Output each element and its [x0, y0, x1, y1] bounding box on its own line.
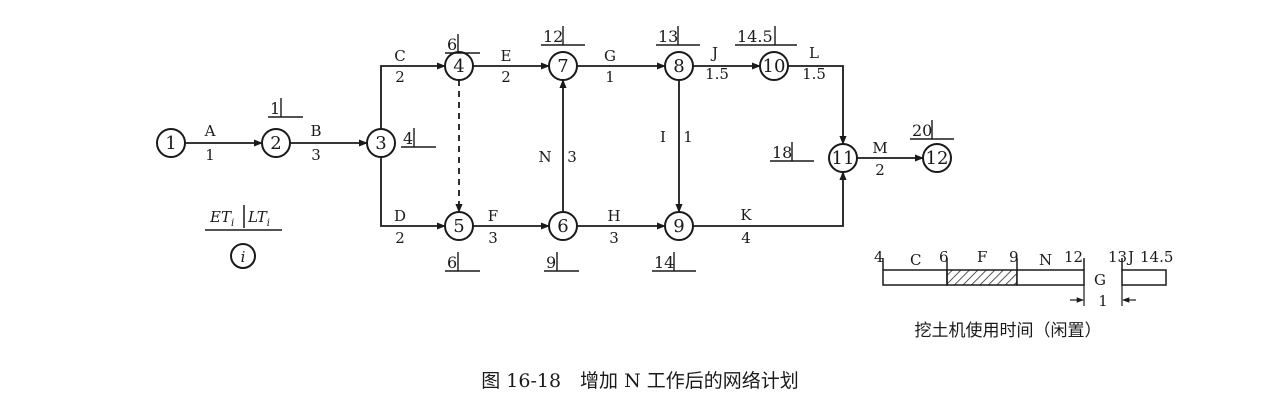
activity-name: C: [394, 47, 405, 65]
activity-duration: 2: [395, 229, 405, 247]
node-label: 7: [557, 56, 568, 77]
activity-name: H: [607, 207, 620, 225]
activity-name: G: [604, 47, 616, 65]
activity-arrow-l: [788, 65, 847, 145]
activity-arrow-k: [693, 171, 847, 227]
excavator-usage-timeline: 4 6 9 12 13 14.5 C F N G J 1 挖土机使用时间（闲置）: [874, 248, 1173, 341]
node-circle-8: [664, 51, 694, 81]
activity-duration: 4: [741, 229, 751, 247]
activity-duration: 1.5: [705, 65, 729, 83]
node-label: 12: [926, 148, 949, 169]
activity-name: I: [660, 128, 666, 146]
activity-duration: 1: [683, 128, 693, 146]
timeline-tick: 13: [1108, 248, 1127, 266]
node-time: 12: [543, 27, 563, 46]
activity-duration: 2: [501, 68, 511, 86]
node-time: 13: [658, 27, 678, 46]
figure-caption: 图 16-18 增加 N 工作后的网络计划: [481, 370, 799, 392]
node-circle-3: [366, 128, 396, 158]
legend: ETi LTi i: [205, 205, 282, 269]
timeline-tick: 14.5: [1140, 248, 1173, 266]
timeline-tick: 6: [939, 248, 949, 266]
timeline-label: J: [1126, 248, 1134, 266]
node-circle-2: [261, 128, 291, 158]
node-label: 2: [270, 133, 281, 154]
node-label: 8: [673, 56, 684, 77]
timeline-tick: 12: [1064, 248, 1083, 266]
timeline-label: G: [1094, 271, 1106, 289]
node-circle-1: [156, 128, 186, 158]
idle-duration: 1: [1098, 292, 1108, 310]
node-time: 9: [546, 253, 556, 272]
node-time: 6: [447, 253, 457, 272]
node-time: 1: [270, 99, 280, 118]
activity-duration: 2: [395, 68, 405, 86]
timeline-segment-c: [882, 269, 948, 286]
node-time: 6: [447, 35, 457, 54]
node-time: 18: [772, 143, 792, 162]
node-circle-12: [922, 143, 952, 173]
timeline-tick: 9: [1009, 248, 1019, 266]
node-circle-11: [828, 143, 858, 173]
node-time: 20: [912, 121, 932, 140]
timeline-label: C: [910, 251, 921, 269]
node-circle-9: [664, 211, 694, 241]
legend-node-label: i: [241, 248, 246, 266]
node-label: 6: [557, 216, 568, 237]
legend-et: ETi: [209, 208, 234, 229]
activity-duration: 3: [567, 148, 577, 166]
activity-name: D: [394, 207, 406, 225]
timeline-label: F: [977, 248, 987, 266]
node-circle-10: [759, 51, 789, 81]
activity-name: B: [310, 122, 321, 140]
activity-name: K: [740, 206, 752, 224]
legend-node: [230, 243, 256, 269]
timeline-label: N: [1039, 251, 1052, 269]
node-label: 3: [375, 133, 386, 154]
activity-duration: 2: [875, 161, 885, 179]
timeline-segment-n: [1016, 269, 1085, 286]
node-label: 11: [832, 148, 855, 169]
node-circle-6: [548, 211, 578, 241]
activity-name: F: [488, 207, 498, 225]
node-label: 1: [165, 133, 176, 154]
activity-duration: 3: [609, 229, 619, 247]
node-time: 14.5: [737, 27, 773, 46]
activity-duration: 1: [205, 146, 215, 164]
node-label: 10: [763, 56, 786, 77]
node-time: 4: [403, 129, 413, 148]
legend-lt: LTi: [247, 208, 270, 229]
node-label: 5: [453, 216, 464, 237]
node-circle-7: [548, 51, 578, 81]
activity-duration: 1: [605, 68, 615, 86]
activity-name: J: [710, 44, 718, 62]
timeline-segment-j: [1121, 269, 1167, 286]
activity-duration: 3: [488, 229, 498, 247]
activity-duration: 3: [311, 146, 321, 164]
node-time: 14: [654, 253, 674, 272]
timeline-tick: 4: [874, 248, 884, 266]
usage-caption: 挖土机使用时间（闲置）: [915, 320, 1102, 341]
activity-name: M: [872, 139, 887, 157]
activity-name: A: [204, 122, 216, 140]
node-label: 4: [453, 56, 464, 77]
node-circle-5: [444, 211, 474, 241]
activity-arrow-c: [380, 62, 446, 129]
activity-name: N: [538, 148, 551, 166]
activity-arrows: [185, 62, 924, 230]
activity-name: E: [501, 47, 512, 65]
activity-arrow-d: [380, 157, 446, 230]
timeline-segment-f: [946, 269, 1018, 286]
node-label: 9: [673, 216, 684, 237]
activity-duration: 1.5: [802, 65, 826, 83]
node-circle-4: [444, 51, 474, 81]
activity-name: L: [809, 44, 819, 62]
